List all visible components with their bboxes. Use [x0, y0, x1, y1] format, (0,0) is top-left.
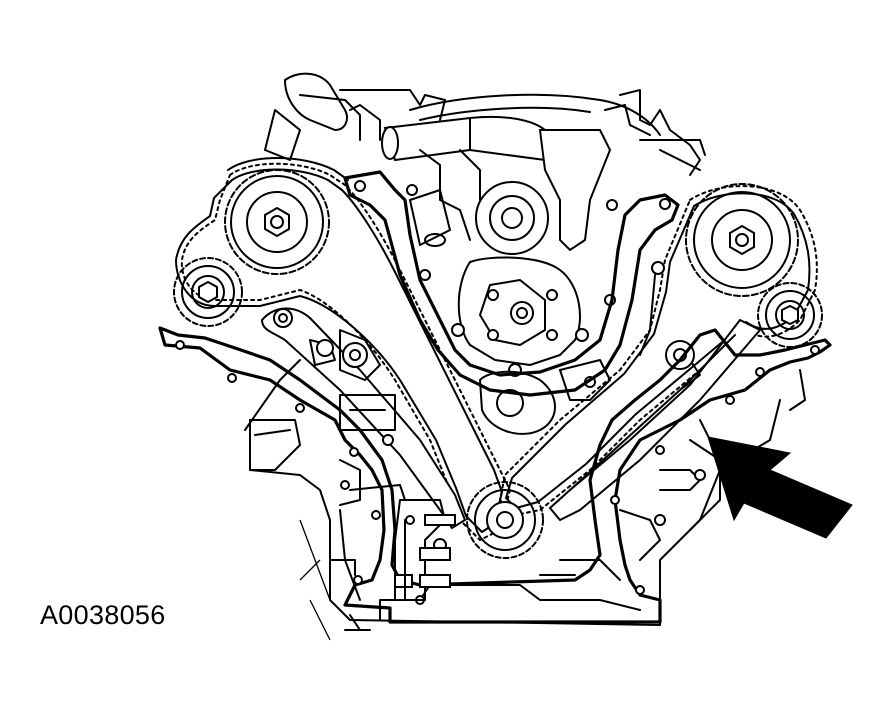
left-timing-chain [175, 157, 511, 541]
center-chain-guide [343, 170, 680, 397]
arrow-icon [707, 436, 853, 539]
left-side-details [249, 419, 361, 506]
right-chain-guide [548, 261, 762, 522]
left-cam-sprocket [224, 169, 330, 275]
upper-hoses [264, 72, 706, 176]
crankshaft-sprocket [466, 481, 544, 559]
timing-cover-gasket [158, 326, 832, 624]
left-tensioner-arm [260, 307, 467, 552]
right-idler-sprocket [757, 282, 823, 348]
figure-reference-id: A0038056 [40, 600, 166, 630]
thermostat-tube [381, 115, 612, 252]
left-idler-sprocket [173, 257, 243, 327]
right-cam-sprocket [685, 183, 799, 297]
oil-pump-area [329, 484, 456, 631]
